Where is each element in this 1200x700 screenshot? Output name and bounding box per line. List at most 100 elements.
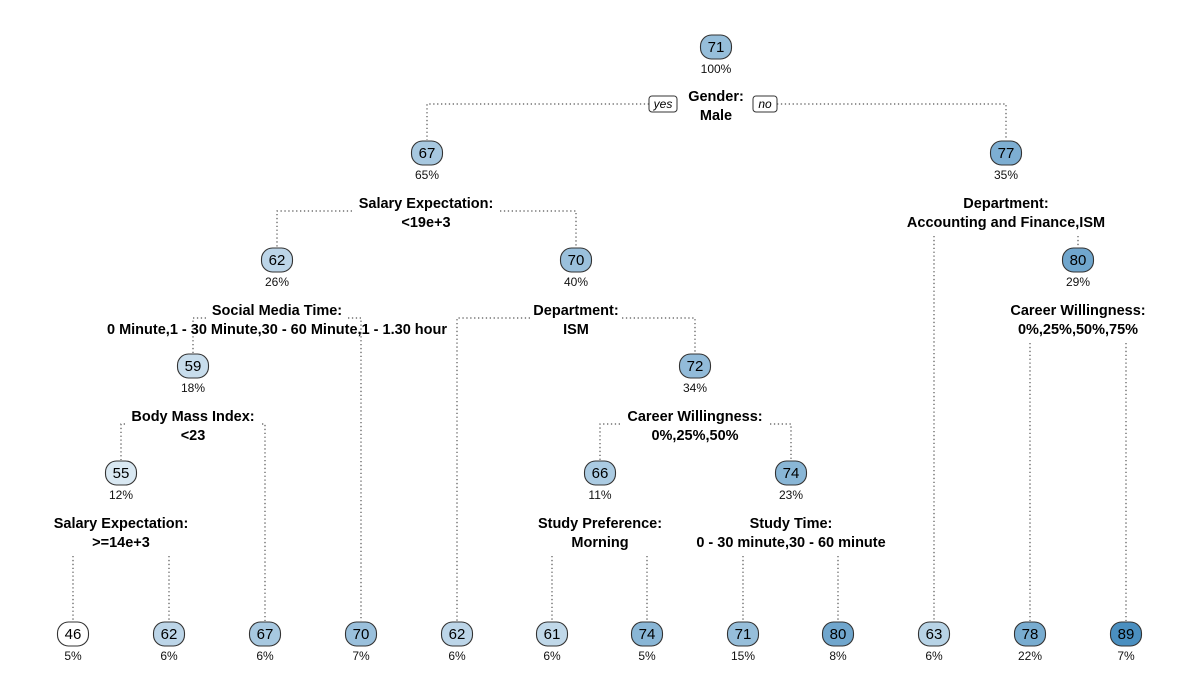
branch-labels: yes no [648,95,778,113]
node-value: 59 [185,358,202,375]
tree-node-L9: 808% [821,621,855,663]
node-percent: 5% [638,649,656,663]
split-label-n59: Body Mass Index:<23 [131,409,254,444]
split-variable: Social Media Time: [212,303,342,319]
node-percent: 23% [779,488,803,502]
node-percent: 35% [994,168,1018,182]
edge-n62a-to-L4 [348,317,362,621]
split-label-n66: Study Preference:Morning [538,516,662,551]
node-value: 74 [639,626,656,643]
edge-root-to-n77 [777,103,1007,140]
split-label-n74a: Study Time: 0 - 30 minute,30 - 60 minute [696,516,885,551]
split-variable: Salary Expectation: [359,196,494,212]
tree-edges [72,103,1127,621]
node-box [678,353,712,379]
node-box [774,460,808,486]
node-percent: 6% [160,649,178,663]
node-box [104,460,138,486]
split-condition: ISM [563,322,589,338]
node-value: 89 [1118,626,1135,643]
tree-node-root: 71 100% [699,34,733,76]
tree-node-L3: 676% [248,621,282,663]
split-variable: Career Willingness: [627,409,762,425]
node-value: 71 [735,626,752,643]
split-condition: 0 - 30 minute,30 - 60 minute [696,535,885,551]
tree-node-L1: 465% [56,621,90,663]
node-box [726,621,760,647]
node-value: 71 [708,39,725,56]
no-branch-text: no [758,97,772,111]
node-box [535,621,569,647]
node-percent: 12% [109,488,133,502]
edge-n67-to-n62a [276,210,352,247]
split-variable: Department: [963,196,1048,212]
split-label-n55: Salary Expectation:>=14e+3 [54,516,189,551]
split-label-n80a: Career Willingness:0%,25%,50%,75% [1010,303,1145,338]
node-value: 62 [449,626,466,643]
node-percent: 8% [829,649,847,663]
split-variable: Career Willingness: [1010,303,1145,319]
no-branch-label: no [752,95,778,113]
node-value: 66 [592,465,609,482]
node-percent: 11% [588,488,611,502]
tree-node-L10: 636% [917,621,951,663]
node-percent: 22% [1018,649,1042,663]
split-condition: Male [700,108,732,124]
node-percent: 6% [543,649,561,663]
node-value: 74 [783,465,800,482]
edge-n70a-to-n72 [622,317,696,353]
node-percent: 29% [1066,275,1090,289]
split-condition: Morning [571,535,628,551]
node-value: 70 [568,252,585,269]
node-box [821,621,855,647]
edge-n72-to-n66 [599,423,620,460]
node-percent: 65% [415,168,439,182]
tree-node-L7: 745% [630,621,664,663]
node-value: 77 [998,145,1015,162]
node-box [260,247,294,273]
split-variable: Gender: [688,89,744,105]
edge-n59-to-n55 [120,423,125,460]
edge-n70a-to-L5 [456,317,530,621]
split-variable: Study Time: [750,516,833,532]
split-condition: 0 Minute,1 - 30 Minute,30 - 60 Minute,1 … [107,322,447,338]
edge-n62a-to-n59 [192,317,206,353]
node-percent: 7% [352,649,370,663]
split-label-n77: Department:Accounting and Finance,ISM [907,196,1105,231]
node-percent: 40% [564,275,588,289]
yes-branch-text: yes [653,97,673,111]
node-value: 63 [926,626,943,643]
node-value: 55 [113,465,130,482]
split-label-n70a: Department:ISM [533,303,618,338]
node-box [152,621,186,647]
node-box [630,621,664,647]
split-condition: <23 [181,428,206,444]
split-condition: <19e+3 [401,215,450,231]
node-value: 80 [1070,252,1087,269]
node-box [559,247,593,273]
split-condition: 0%,25%,50% [651,428,738,444]
tree-node-L6: 616% [535,621,569,663]
node-box [699,34,733,60]
tree-node-L4: 707% [344,621,378,663]
tree-node-L2: 626% [152,621,186,663]
node-percent: 100% [701,62,732,76]
node-box [917,621,951,647]
node-value: 61 [544,626,561,643]
edge-root-to-n67 [426,103,649,140]
edge-n67-to-n70a [500,210,577,247]
split-label-n72: Career Willingness: 0%,25%,50% [627,409,762,444]
node-value: 46 [65,626,82,643]
node-percent: 6% [256,649,274,663]
